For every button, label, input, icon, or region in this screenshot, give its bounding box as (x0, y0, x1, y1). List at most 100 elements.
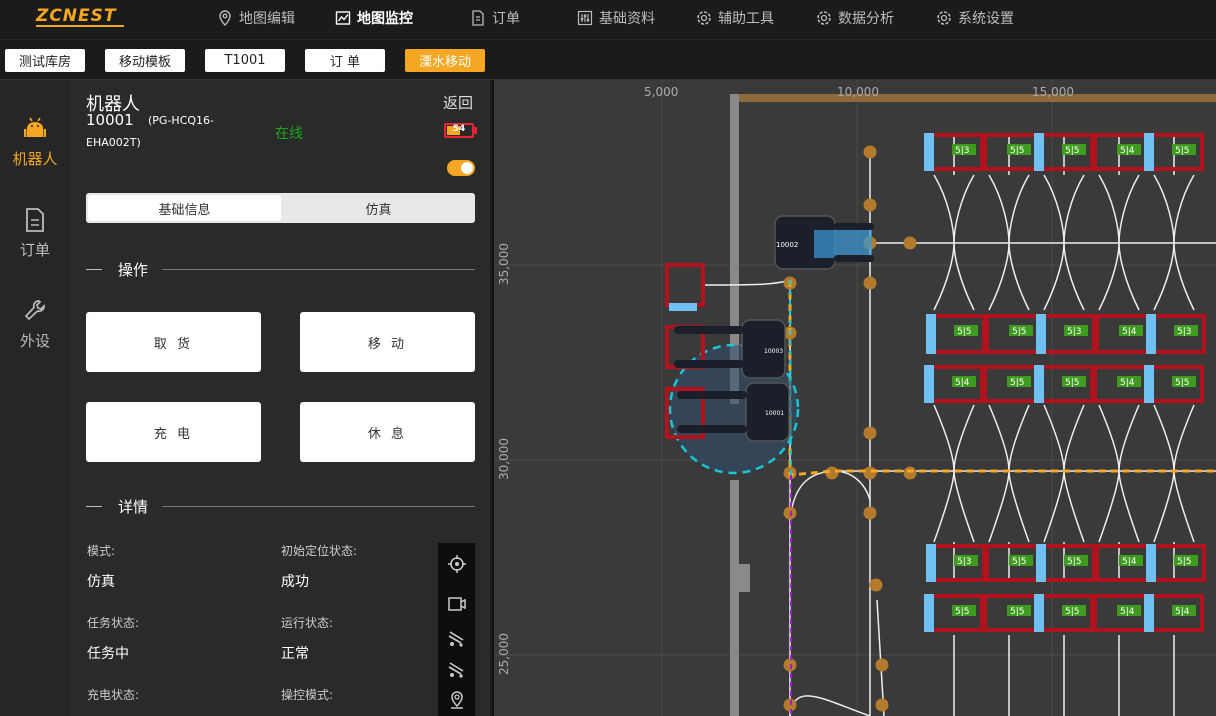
map-node[interactable] (875, 698, 889, 712)
nav-map-monitor[interactable]: 地图监控 (335, 7, 413, 29)
y-tick: 35,000 (497, 243, 511, 285)
nav-system-settings[interactable]: 系统设置 (936, 7, 1014, 29)
map-node[interactable] (903, 236, 917, 250)
sliders-icon (577, 10, 593, 26)
slot-label: 5|5 (1175, 146, 1189, 156)
move-button[interactable]: 移 动 (300, 312, 475, 372)
map-node[interactable] (869, 578, 883, 592)
forklift-icon[interactable] (447, 628, 467, 648)
order-button[interactable]: 订 单 (305, 49, 385, 72)
robot-toggle[interactable] (447, 160, 475, 176)
move-action-button[interactable]: 溧水移动 (405, 49, 485, 72)
map-canvas: 5,000 10,000 15,000 35,000 30,000 25,000… (494, 80, 1216, 716)
x-tick: 10,000 (837, 85, 879, 99)
map-node[interactable] (903, 466, 917, 480)
rest-button[interactable]: 休 息 (300, 402, 475, 462)
y-tick: 25,000 (497, 633, 511, 675)
section-title: 操作 (118, 260, 149, 279)
slot-tag (1146, 544, 1156, 582)
map-node[interactable] (863, 276, 877, 290)
slot-badge (952, 605, 976, 616)
gear-icon (697, 11, 711, 25)
map-node[interactable] (863, 506, 877, 520)
detail-key-run: 运行状态: (281, 616, 334, 630)
info-tabs: 基础信息 仿真 (86, 193, 475, 223)
nav-map-edit[interactable]: 地图编辑 (217, 7, 295, 29)
slot-label: 5|5 (1010, 146, 1024, 156)
nav-label: 基础资料 (599, 11, 655, 27)
path-arc (1098, 404, 1120, 472)
path-arc (1173, 470, 1195, 543)
logo[interactable]: ZCNEST (36, 6, 124, 28)
slot-badge (952, 144, 976, 155)
slot-tag (1034, 365, 1044, 403)
map-node[interactable] (875, 658, 889, 672)
document-icon (26, 208, 44, 232)
path-arc (1173, 174, 1195, 244)
slot-badge (954, 555, 978, 566)
toolbar: 测试库房 移动模板 T1001 订 单 溧水移动 (0, 40, 1216, 80)
path-arc (1173, 242, 1195, 311)
camera-icon[interactable] (447, 594, 467, 614)
location-pin-icon[interactable] (447, 690, 467, 710)
side-rail: 机器人 订单 外设 (0, 80, 70, 716)
gear-icon (937, 11, 951, 25)
path-arc (988, 404, 1010, 472)
robot-10001[interactable]: 10001 (677, 382, 790, 442)
robot-10002[interactable]: 10002 (774, 215, 874, 270)
path-arc (1118, 470, 1140, 543)
nav-data-analysis[interactable]: 数据分析 (816, 7, 894, 29)
locate-icon[interactable] (447, 554, 467, 574)
slot-tag (1034, 594, 1044, 632)
warehouse-map[interactable]: 5,000 10,000 15,000 35,000 30,000 25,000… (492, 80, 1216, 716)
slot-label: 5|4 (1175, 607, 1190, 617)
pickup-button[interactable]: 取 货 (86, 312, 261, 372)
slot-badge (1174, 325, 1198, 336)
tab-basic-info[interactable]: 基础信息 (88, 195, 281, 221)
y-tick: 30,000 (497, 438, 511, 480)
slot-label: 5|3 (957, 557, 971, 567)
path-arc (1063, 404, 1085, 472)
map-node[interactable] (863, 145, 877, 159)
slot-badge (1117, 144, 1141, 155)
nav-basic-data[interactable]: 基础资料 (577, 7, 655, 29)
detail-value-localization: 成功 (281, 574, 309, 590)
path-arc (1098, 174, 1120, 244)
slot-badge (1064, 555, 1088, 566)
slot-tag (1144, 133, 1154, 171)
path-arc (1153, 242, 1175, 311)
path-arc (1008, 174, 1030, 244)
slot-label: 5|5 (1065, 378, 1079, 388)
battery-fill (447, 126, 460, 135)
chart-icon (335, 11, 351, 25)
slot-badge (1119, 325, 1143, 336)
rail-item-peripherals[interactable]: 外设 (0, 298, 70, 351)
robot-label: 10002 (776, 241, 798, 249)
robot-10003[interactable]: 10003 (674, 319, 786, 379)
path-arc (1043, 174, 1065, 244)
slot-badge (1172, 376, 1196, 387)
map-node[interactable] (863, 198, 877, 212)
map-node[interactable] (863, 426, 877, 440)
forklift-alt-icon[interactable] (447, 659, 467, 679)
back-button[interactable]: 返回 (443, 94, 474, 112)
slot-tag (924, 365, 934, 403)
slot-label: 5|5 (955, 607, 969, 617)
code-select[interactable]: T1001 (205, 49, 285, 72)
nav-aux-tools[interactable]: 辅助工具 (696, 7, 774, 29)
battery-level: 54 (452, 124, 466, 134)
rail-item-orders[interactable]: 订单 (0, 207, 70, 260)
battery-tip (474, 127, 477, 134)
warehouse-select[interactable]: 测试库房 (5, 49, 85, 72)
charge-button[interactable]: 充 电 (86, 402, 261, 462)
nav-label: 系统设置 (958, 11, 1014, 27)
nav-orders[interactable]: 订单 (470, 7, 520, 29)
path-arc (1153, 470, 1175, 543)
rail-label: 订单 (19, 241, 50, 259)
map-node[interactable] (863, 466, 877, 480)
rail-item-robot[interactable]: 机器人 (0, 116, 70, 169)
tab-simulation[interactable]: 仿真 (365, 202, 392, 218)
detail-value-mode: 仿真 (87, 574, 115, 590)
template-select[interactable]: 移动模板 (105, 49, 185, 72)
detail-key-charge: 充电状态: (87, 688, 140, 702)
